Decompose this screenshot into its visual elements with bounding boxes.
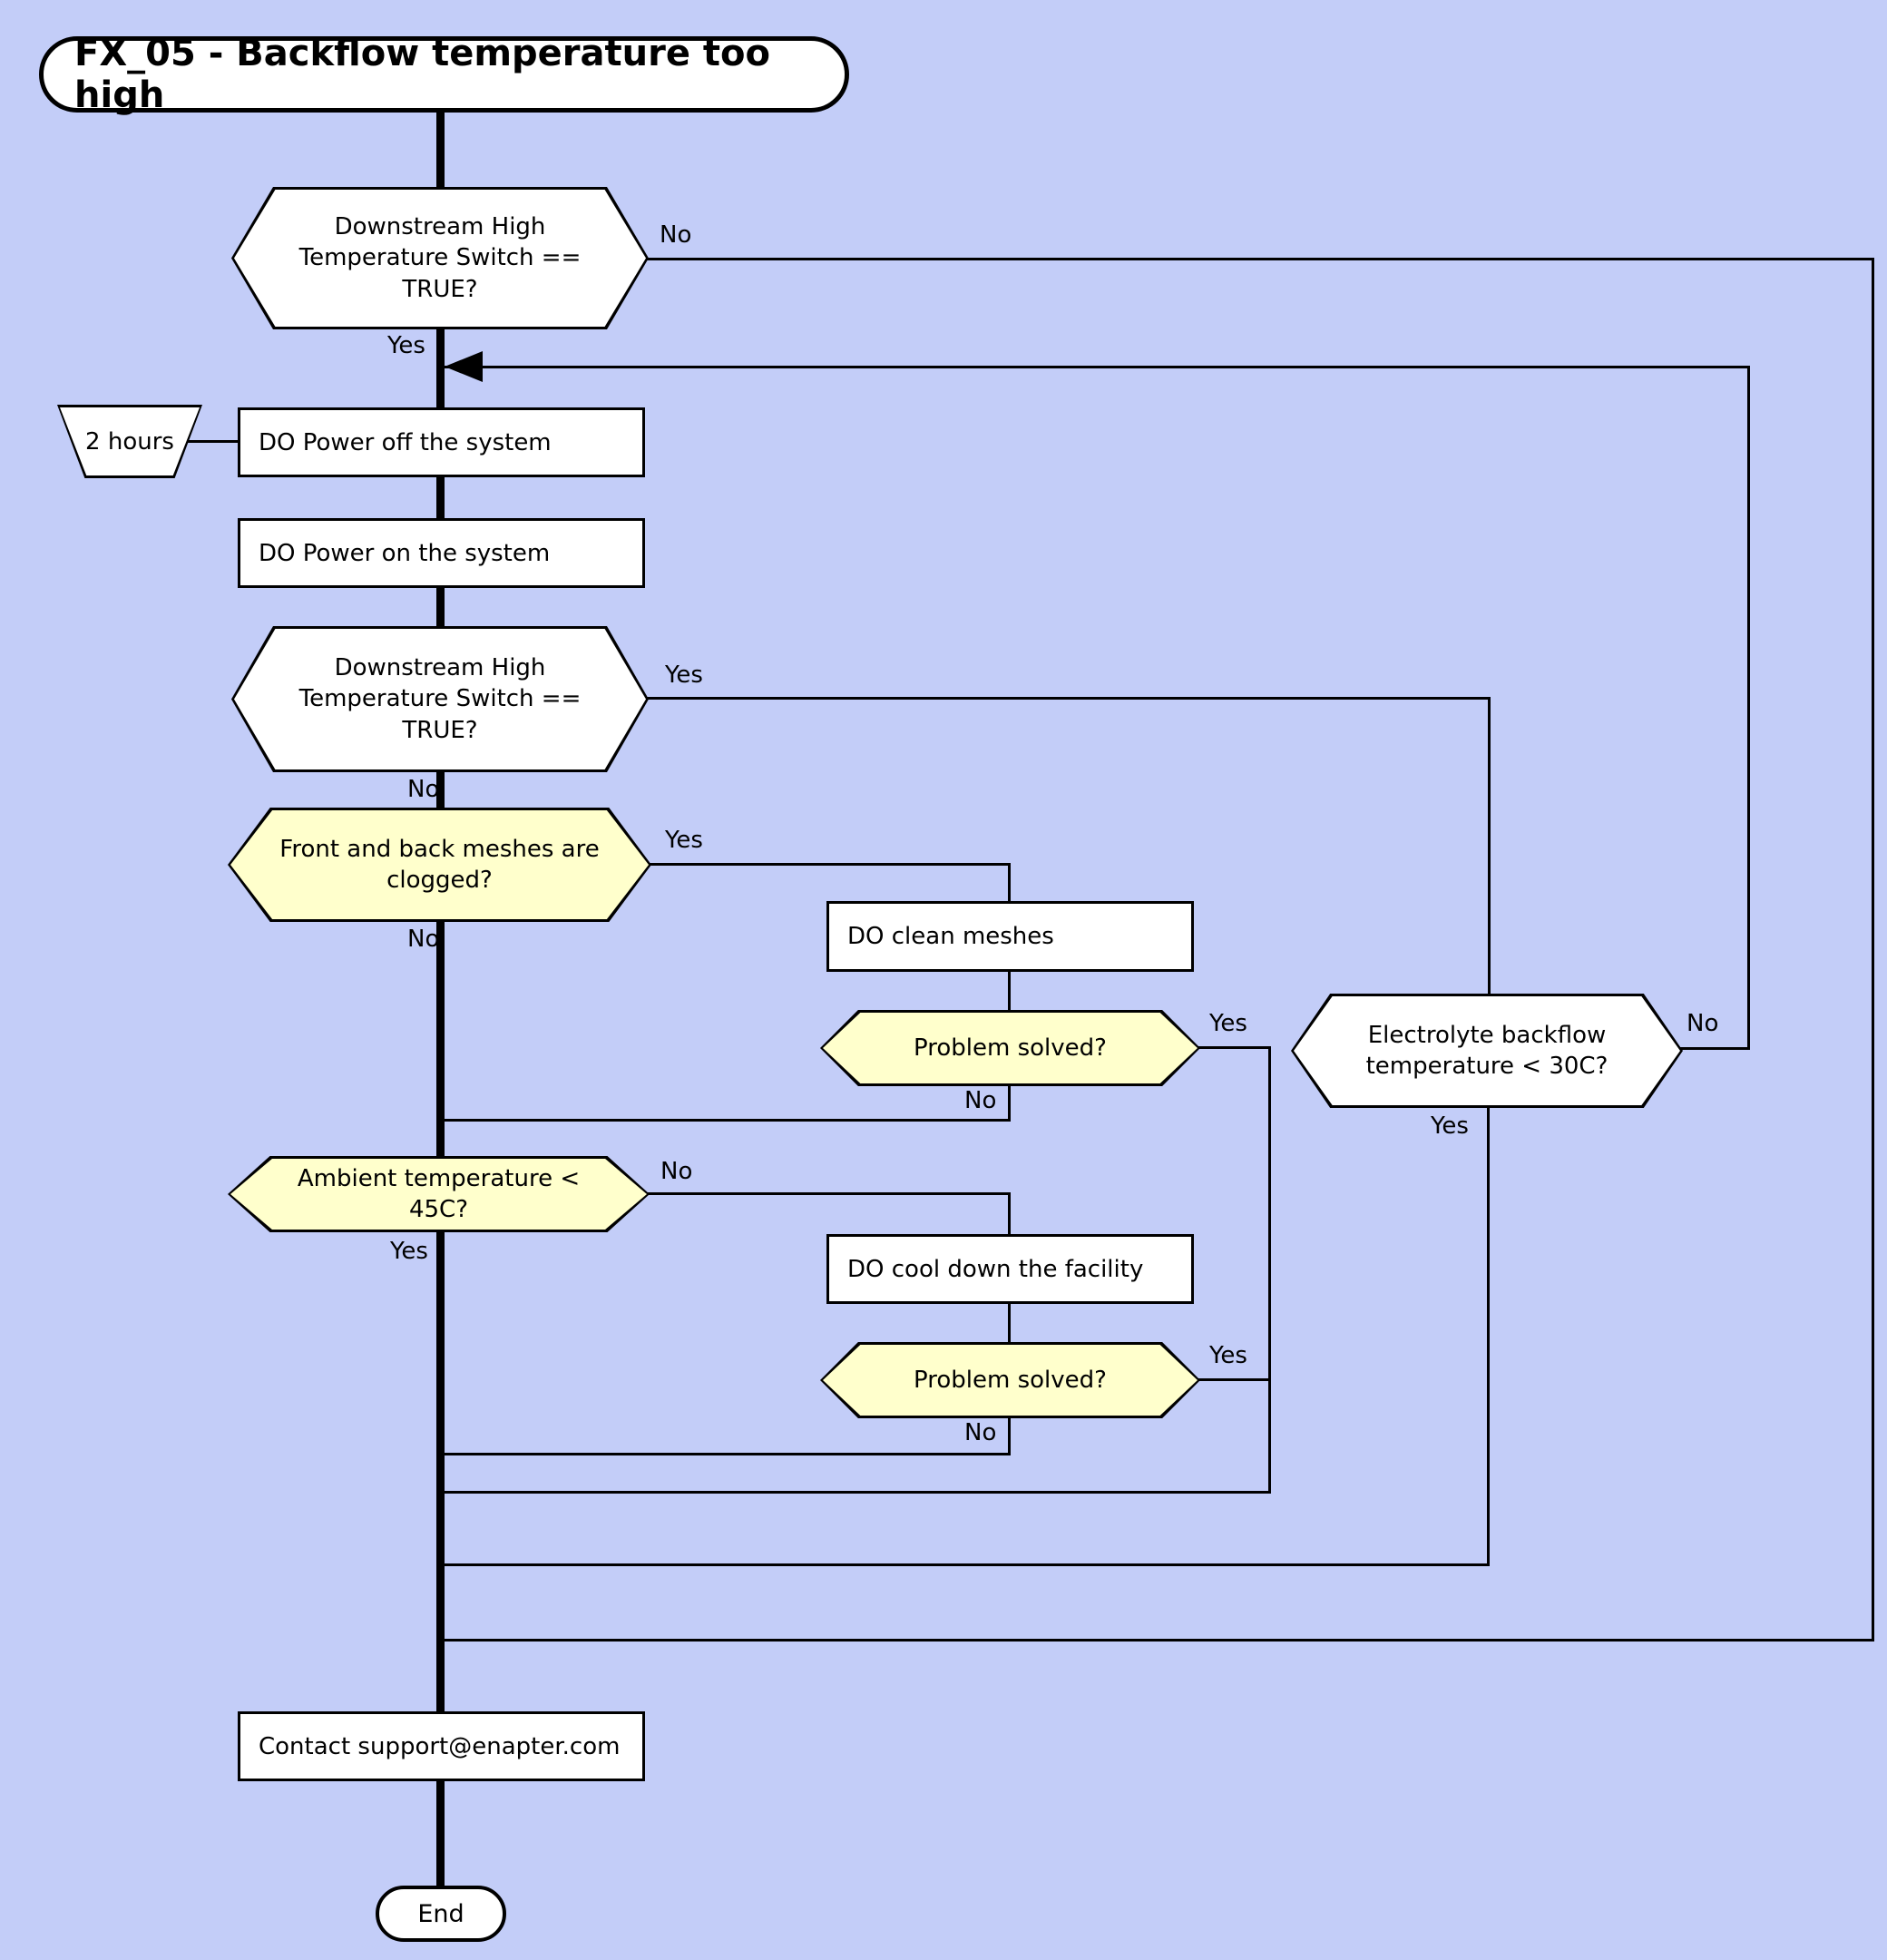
edge-cool-to-problem2 <box>1008 1301 1011 1345</box>
decision-problem-solved-2: Problem solved? <box>820 1342 1200 1418</box>
edge-problem2-no-merge <box>436 1453 1011 1455</box>
edge-switch2-yes-horizontal <box>647 697 1491 700</box>
decision-problem-solved-1-text: Problem solved? <box>914 1034 1107 1062</box>
delay-2-hours: 2 hours <box>57 405 202 478</box>
edge-switch1-no-merge <box>436 1639 1874 1642</box>
label-problem1-no: No <box>964 1087 997 1114</box>
edge-switch2-yes-vertical <box>1488 697 1491 996</box>
label-switch1-no: No <box>660 221 692 249</box>
decision-meshes-clogged-text: Front and back meshes are clogged? <box>279 835 600 894</box>
edge-switch1-no-vertical <box>1872 258 1874 1642</box>
flowchart-title: FX_05 - Backflow temperature too high <box>39 33 849 116</box>
label-electrolyte-no: No <box>1687 1010 1719 1037</box>
edge-problem1-no-vertical <box>1008 1083 1011 1122</box>
edge-electrolyte-yes-merge <box>436 1563 1490 1566</box>
edge-problem-yes-merge <box>436 1491 1271 1494</box>
action-clean-meshes: DO clean meshes <box>826 901 1194 972</box>
label-switch2-no: No <box>407 776 440 803</box>
action-power-off: DO Power off the system <box>238 407 645 477</box>
decision-downstream-switch-2: Downstream High Temperature Switch == TR… <box>231 626 649 772</box>
label-problem2-no: No <box>964 1419 997 1446</box>
flowchart-title-text: FX_05 - Backflow temperature too high <box>74 33 770 116</box>
edge-return-vertical <box>1747 366 1750 1050</box>
action-contact-support-text: Contact support@enapter.com <box>259 1732 621 1760</box>
action-power-on-text: DO Power on the system <box>259 539 551 567</box>
label-meshes-yes: Yes <box>665 827 703 854</box>
merge-arrowhead-icon <box>445 351 483 382</box>
edge-clean-to-problem1 <box>1008 969 1011 1013</box>
decision-problem-solved-2-text: Problem solved? <box>914 1366 1107 1394</box>
edge-switch1-no-horizontal <box>647 258 1874 260</box>
decision-downstream-switch-1: Downstream High Temperature Switch == TR… <box>231 187 649 329</box>
label-switch1-yes: Yes <box>387 332 425 359</box>
action-cool-facility-text: DO cool down the facility <box>847 1255 1144 1283</box>
end-node-text: End <box>417 1899 464 1928</box>
edge-problem-yes-vertical <box>1268 1046 1271 1493</box>
label-switch2-yes: Yes <box>665 662 703 689</box>
decision-problem-solved-1: Problem solved? <box>820 1010 1200 1086</box>
action-contact-support: Contact support@enapter.com <box>238 1711 645 1781</box>
action-cool-facility: DO cool down the facility <box>826 1234 1194 1304</box>
action-power-on: DO Power on the system <box>238 518 645 588</box>
edge-problem2-no-vertical <box>1008 1416 1011 1455</box>
label-problem1-yes: Yes <box>1209 1010 1247 1037</box>
decision-ambient-temperature-text: Ambient temperature < 45C? <box>297 1164 581 1223</box>
delay-2-hours-text: 2 hours <box>85 427 174 456</box>
decision-downstream-switch-2-text: Downstream High Temperature Switch == TR… <box>298 654 582 744</box>
decision-electrolyte-backflow: Electrolyte backflow temperature < 30C? <box>1291 994 1683 1108</box>
label-ambient-no: No <box>660 1158 693 1185</box>
decision-downstream-switch-1-text: Downstream High Temperature Switch == TR… <box>298 213 582 303</box>
edge-delay-connector <box>180 440 240 443</box>
action-power-off-text: DO Power off the system <box>259 428 552 456</box>
edge-return-horizontal <box>445 366 1750 368</box>
decision-meshes-clogged: Front and back meshes are clogged? <box>228 808 651 922</box>
decision-electrolyte-backflow-text: Electrolyte backflow temperature < 30C? <box>1365 1021 1608 1080</box>
edge-electrolyte-no-horizontal <box>1680 1047 1750 1050</box>
decision-ambient-temperature: Ambient temperature < 45C? <box>228 1156 650 1232</box>
edge-ambient-no-horizontal <box>647 1192 1011 1195</box>
action-clean-meshes-text: DO clean meshes <box>847 923 1054 950</box>
edge-problem1-no-merge <box>436 1119 1011 1122</box>
edge-problem1-yes-horizontal <box>1198 1046 1271 1049</box>
label-meshes-no: No <box>407 926 440 953</box>
edge-ambient-no-vertical <box>1008 1192 1011 1237</box>
end-node: End <box>376 1886 506 1942</box>
edge-meshes-yes-horizontal <box>650 863 1011 866</box>
main-spine-line <box>436 109 445 1886</box>
label-ambient-yes: Yes <box>390 1238 428 1265</box>
label-electrolyte-yes: Yes <box>1431 1112 1469 1140</box>
edge-problem2-yes-horizontal <box>1198 1378 1271 1381</box>
label-problem2-yes: Yes <box>1209 1342 1247 1369</box>
edge-meshes-yes-vertical <box>1008 863 1011 905</box>
edge-electrolyte-yes-vertical <box>1487 1105 1490 1566</box>
